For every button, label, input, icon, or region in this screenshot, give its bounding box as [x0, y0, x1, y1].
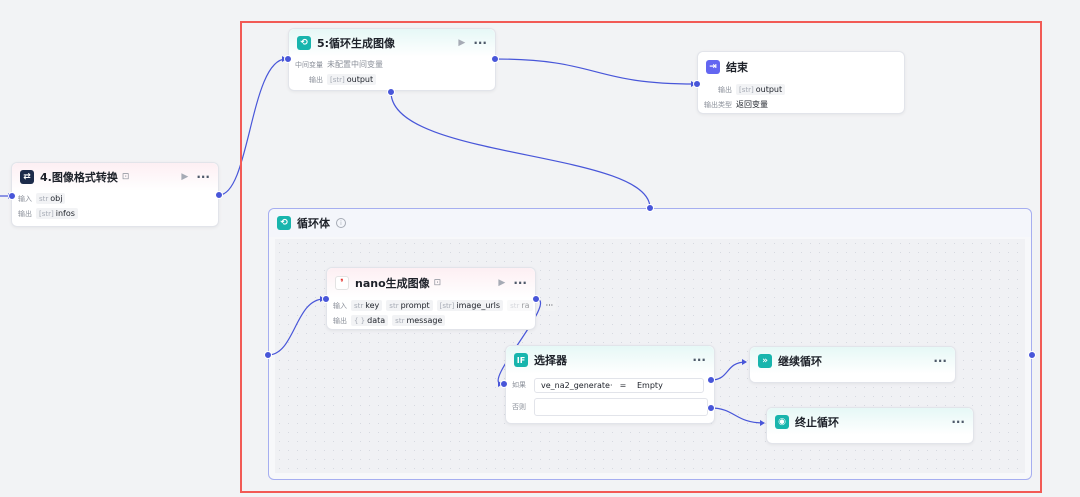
param-chip: { }data [351, 315, 389, 326]
edge-convert-loop [218, 58, 287, 196]
port-dot[interactable] [707, 404, 715, 412]
node-title: 选择器 [534, 354, 567, 367]
edge-loop-end [493, 58, 696, 85]
run-icon[interactable]: ▶ [498, 278, 506, 288]
node-title: 继续循环 [778, 354, 822, 368]
more-icon[interactable]: ··· [692, 353, 706, 367]
more-icon[interactable]: ··· [473, 36, 487, 50]
if-icon: IF [514, 353, 528, 367]
run-icon[interactable]: ▶ [458, 38, 466, 48]
bookmark-icon: ⊡ [121, 172, 130, 182]
condition-input[interactable]: ve_na2_generate··· = Empty [534, 377, 704, 393]
more-icon[interactable]: ··· [951, 414, 965, 429]
more-icon[interactable]: ··· [933, 353, 947, 368]
param-chip: [str]output [327, 74, 377, 85]
continue-icon: » [758, 353, 772, 368]
port-dot[interactable] [215, 191, 223, 199]
more-icon[interactable]: ··· [513, 276, 527, 290]
variable-row: 中间变量 未配置中间变量 [295, 60, 383, 69]
port-dot[interactable] [707, 376, 715, 384]
output-row: 输出 [str]output [289, 72, 495, 87]
port-dot[interactable] [322, 295, 330, 303]
port-dot[interactable] [532, 295, 540, 303]
node-header[interactable]: ◉ 终止循环 ··· [767, 408, 973, 435]
port-dot[interactable] [284, 55, 292, 63]
bookmark-icon: ⊡ [433, 278, 442, 288]
node-title: 结束 [726, 61, 748, 74]
node-header[interactable]: » 继续循环 ··· [750, 347, 955, 374]
node-break-loop[interactable]: ◉ 终止循环 ··· [766, 407, 974, 444]
image-convert-icon: ⇄ [20, 170, 34, 184]
info-icon[interactable]: i [336, 218, 346, 228]
else-row: 否则 [506, 396, 714, 418]
param-chip: [str]image_urls [436, 300, 504, 311]
node-continue-loop[interactable]: » 继续循环 ··· [749, 346, 956, 383]
node-title: nano生成图像 [355, 277, 430, 290]
port-dot[interactable] [491, 55, 499, 63]
node-title: 终止循环 [795, 415, 839, 429]
chili-icon: ❜ [335, 276, 349, 290]
output-kind-row: 输出类型 返回变量 [704, 100, 768, 109]
output-row: 输出 [str]infos [12, 206, 218, 221]
else-box[interactable] [534, 398, 708, 416]
exit-icon: ⇥ [706, 60, 720, 74]
port-dot[interactable] [387, 88, 395, 96]
node-header[interactable]: IF 选择器 ··· [506, 346, 714, 374]
loop-body-header[interactable]: ⟲ 循环体 i [269, 209, 1031, 237]
port-dot[interactable] [693, 80, 701, 88]
node-header[interactable]: ⇄ 4.图像格式转换 ⊡ ▶ ··· [12, 163, 218, 191]
node-header[interactable]: ⟲ 5:循环生成图像 ▶ ··· [289, 29, 495, 57]
port-dot[interactable] [646, 204, 654, 212]
loop-icon: ⟲ [277, 216, 291, 230]
port-dot[interactable] [264, 351, 272, 359]
node-loop-generate[interactable]: ⟲ 5:循环生成图像 ▶ ··· 中间变量 未配置中间变量 输出 [str]ou… [288, 28, 496, 91]
loop-body-title: 循环体 [297, 217, 330, 230]
node-title: 4.图像格式转换 [40, 171, 118, 184]
stop-icon: ◉ [775, 414, 789, 429]
more-inputs-button[interactable]: ··· [542, 300, 557, 311]
port-dot[interactable] [1028, 351, 1036, 359]
param-chip: [str]output [736, 84, 786, 95]
node-end[interactable]: ⇥ 结束 输出 [str]output 输出类型 返回变量 [697, 51, 905, 114]
node-title: 5:循环生成图像 [317, 37, 396, 50]
output-row: 输出 [str]output [698, 82, 904, 97]
param-chip: [str]infos [36, 208, 78, 219]
loop-icon: ⟲ [297, 36, 311, 50]
more-icon[interactable]: ··· [196, 170, 210, 184]
run-icon[interactable]: ▶ [181, 172, 189, 182]
node-if-selector[interactable]: IF 选择器 ··· 如果 ve_na2_generate··· = Empty… [505, 345, 715, 424]
port-dot[interactable] [500, 380, 508, 388]
edge-loop-body [390, 91, 651, 209]
if-condition-row: 如果 ve_na2_generate··· = Empty [506, 374, 714, 396]
node-header[interactable]: ⇥ 结束 [698, 52, 904, 82]
port-dot[interactable] [8, 192, 16, 200]
node-header[interactable]: ❜ nano生成图像 ⊡ ▶ ··· [327, 268, 535, 298]
